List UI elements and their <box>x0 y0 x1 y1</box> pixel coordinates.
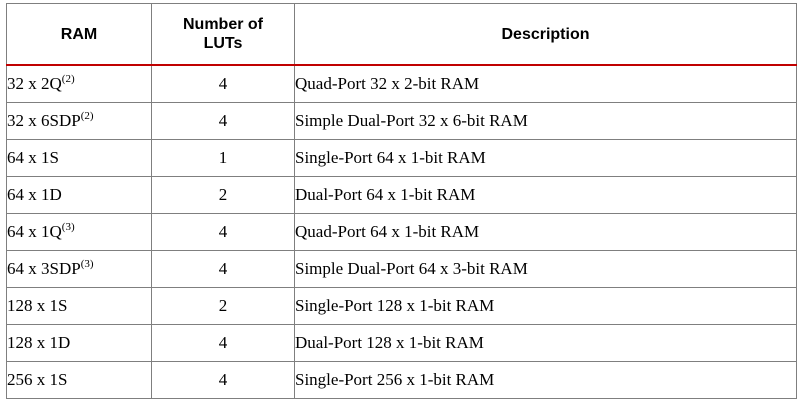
cell-description: Simple Dual-Port 64 x 3-bit RAM <box>294 250 797 288</box>
cell-description: Simple Dual-Port 32 x 6-bit RAM <box>294 102 797 140</box>
ram-config: 256 x 1S <box>7 370 68 389</box>
ram-config: 64 x 3SDP <box>7 259 81 278</box>
footnote-ref: (2) <box>80 110 94 122</box>
ram-config: 128 x 1D <box>7 333 71 352</box>
footnote-ref: (3) <box>61 221 75 233</box>
header-description: Description <box>294 3 797 66</box>
cell-luts: 4 <box>151 102 295 140</box>
cell-luts: 2 <box>151 287 295 325</box>
cell-ram: 128 x 1D <box>6 324 152 362</box>
ram-config: 64 x 1Q <box>7 222 62 241</box>
header-row: RAM Number of LUTs Description <box>6 3 797 66</box>
cell-luts: 1 <box>151 139 295 177</box>
header-luts: Number of LUTs <box>151 3 295 66</box>
ram-config-table: RAM Number of LUTs Description 32 x 2Q(2… <box>6 3 797 399</box>
cell-description: Single-Port 256 x 1-bit RAM <box>294 361 797 399</box>
cell-luts: 4 <box>151 361 295 399</box>
cell-description: Single-Port 128 x 1-bit RAM <box>294 287 797 325</box>
cell-description: Single-Port 64 x 1-bit RAM <box>294 139 797 177</box>
cell-ram: 32 x 2Q(2) <box>6 64 152 103</box>
footnote-ref: (3) <box>80 258 94 270</box>
cell-luts: 2 <box>151 176 295 214</box>
footnote-ref: (2) <box>61 73 75 85</box>
cell-ram: 128 x 1S <box>6 287 152 325</box>
cell-luts: 4 <box>151 250 295 288</box>
cell-ram: 64 x 1D <box>6 176 152 214</box>
cell-description: Quad-Port 32 x 2-bit RAM <box>294 64 797 103</box>
cell-luts: 4 <box>151 64 295 103</box>
cell-description: Quad-Port 64 x 1-bit RAM <box>294 213 797 251</box>
cell-ram: 32 x 6SDP(2) <box>6 102 152 140</box>
cell-ram: 64 x 3SDP(3) <box>6 250 152 288</box>
ram-config: 128 x 1S <box>7 296 68 315</box>
ram-config: 32 x 6SDP <box>7 111 81 130</box>
cell-description: Dual-Port 64 x 1-bit RAM <box>294 176 797 214</box>
cell-luts: 4 <box>151 213 295 251</box>
cell-ram: 64 x 1S <box>6 139 152 177</box>
ram-config: 64 x 1S <box>7 148 59 167</box>
table-header: RAM Number of LUTs Description <box>6 3 797 66</box>
cell-description: Dual-Port 128 x 1-bit RAM <box>294 324 797 362</box>
cell-ram: 256 x 1S <box>6 361 152 399</box>
ram-config: 64 x 1D <box>7 185 62 204</box>
cell-luts: 4 <box>151 324 295 362</box>
header-luts-label: Number of LUTs <box>183 16 263 52</box>
cell-ram: 64 x 1Q(3) <box>6 213 152 251</box>
ram-config: 32 x 2Q <box>7 74 62 93</box>
header-ram: RAM <box>6 3 152 66</box>
